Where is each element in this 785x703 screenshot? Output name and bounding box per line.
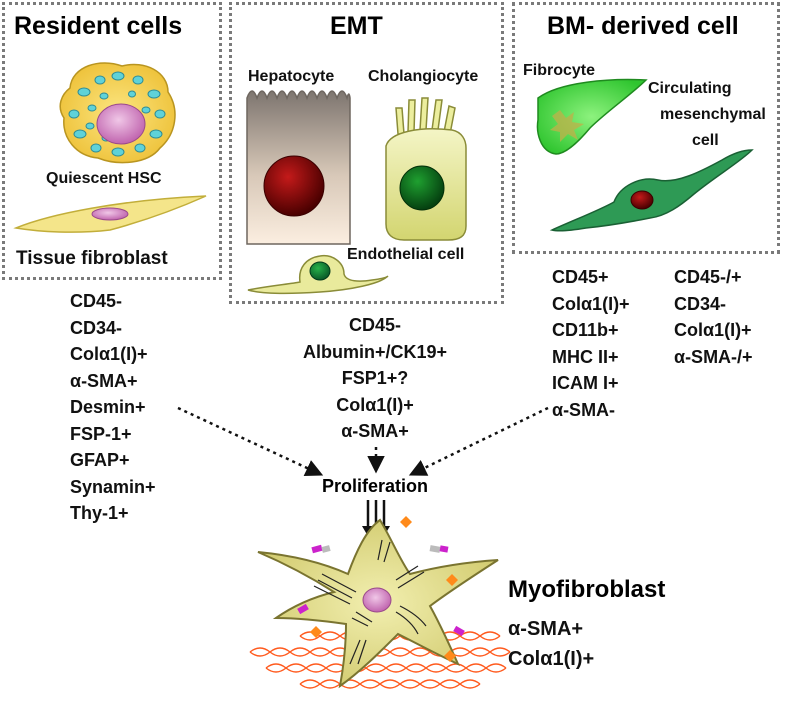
myofibroblast-illustration	[257, 516, 499, 689]
marker: α-SMA-/+	[674, 346, 753, 367]
emt-panel	[229, 2, 504, 304]
circulating-label: Circulating	[648, 80, 732, 97]
marker: α-SMA+	[70, 370, 138, 391]
marker: Albumin+/CK19+	[302, 341, 448, 362]
marker: GFAP+	[70, 450, 130, 470]
resident-cells-panel	[2, 2, 222, 280]
marker: Colα1(I)+	[508, 648, 595, 670]
mesenchymal-label: mesenchymal	[660, 106, 766, 123]
marker: CD34-	[70, 317, 123, 338]
mesenchymal-markers: CD45-/+ CD34- Colα1(I)+ α-SMA-/+	[674, 264, 753, 370]
marker: CD45-	[348, 315, 401, 335]
marker: Desmin+	[70, 397, 146, 417]
emt-markers: CD45- Albumin+/CK19+ FSP1+? Colα1(I)+ α-…	[290, 312, 460, 445]
tissue-fibroblast-illustration	[13, 195, 207, 233]
marker: α-SMA+	[341, 421, 409, 441]
marker: CD45+	[552, 267, 609, 287]
marker: Colα1(I)+	[674, 320, 752, 340]
tissue-fibroblast-label: Tissue fibroblast	[16, 248, 168, 269]
marker: Colα1(I)+	[336, 394, 414, 415]
myofibroblast-title: Myofibroblast	[508, 576, 666, 603]
marker: ICAM I+	[552, 373, 619, 393]
marker: MHC II+	[552, 346, 619, 367]
marker: α-SMA+	[508, 618, 584, 640]
origin-arrows	[177, 406, 549, 477]
marker: FSP1+?	[341, 368, 409, 388]
surface-receptors	[297, 516, 465, 662]
hepatocyte-label: Hepatocyte	[248, 68, 335, 85]
cholangiocyte-illustration	[385, 97, 467, 241]
marker: Synamin+	[70, 476, 156, 497]
fibrocyte-label: Fibrocyte	[523, 62, 596, 79]
marker: Colα1(I)+	[70, 344, 148, 364]
marker: CD34-	[674, 293, 727, 314]
endothelial-cell-illustration	[247, 254, 389, 295]
quiescent-hsc-illustration	[59, 62, 176, 164]
endothelial-cell-label: Endothelial cell	[347, 246, 465, 263]
marker: CD11b+	[552, 320, 619, 340]
marker: FSP-1+	[70, 423, 132, 444]
marker: α-SMA-	[552, 399, 616, 420]
circulating-mesenchymal-cell-illustration	[549, 149, 754, 232]
bm-derived-panel	[512, 2, 780, 254]
myofibroblast-markers: α-SMA+ Colα1(I)+	[508, 614, 594, 674]
fibrocyte-markers: CD45+ Colα1(I)+ CD11b+ MHC II+ ICAM I+ α…	[552, 264, 630, 423]
marker: CD45-/+	[674, 267, 742, 287]
cell-label: cell	[692, 132, 719, 149]
marker: CD45-	[70, 291, 123, 311]
cholangiocyte-label: Cholangiocyte	[368, 68, 479, 85]
emt-title: EMT	[330, 12, 383, 40]
hepatocyte-illustration	[246, 90, 351, 245]
marker: Thy-1+	[70, 503, 129, 523]
bm-derived-title: BM- derived cell	[547, 12, 739, 40]
proliferation-label: Proliferation	[322, 476, 429, 496]
fibrocyte-illustration	[536, 78, 648, 155]
resident-cells-title: Resident cells	[14, 12, 183, 40]
resident-markers: CD45- CD34- Colα1(I)+ α-SMA+ Desmin+ FSP…	[70, 288, 156, 527]
quiescent-hsc-label: Quiescent HSC	[46, 170, 162, 187]
marker: Colα1(I)+	[552, 293, 630, 314]
